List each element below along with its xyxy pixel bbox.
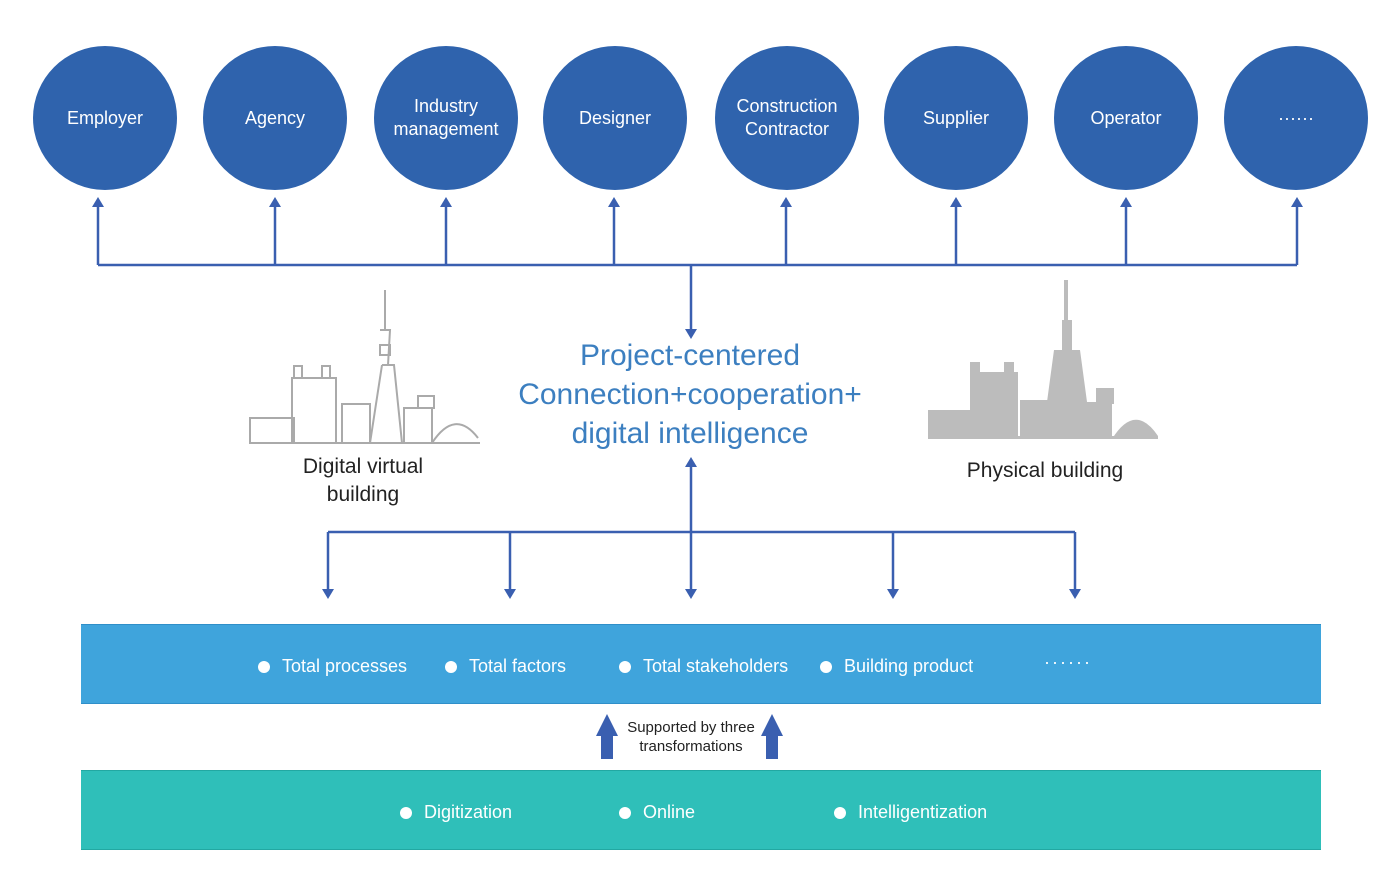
stakeholder-operator: Operator — [1054, 46, 1198, 190]
stakeholder-label: Construction Contractor — [736, 96, 838, 139]
bullet-dot — [619, 660, 631, 673]
scope-item-total-stakeholders: Total stakeholders — [619, 656, 788, 677]
support-arrow-left — [596, 714, 618, 759]
stakeholder-label: Supplier — [922, 107, 990, 128]
bullet-dot — [619, 806, 631, 819]
stakeholder-industry-management: Industry management — [374, 46, 518, 190]
center-title: Project-centered Connection+cooperation+… — [518, 339, 862, 450]
bullet-dot — [820, 660, 832, 673]
virtual-building-label: Digital virtual building — [302, 455, 424, 506]
stakeholder-agency: Agency — [203, 46, 347, 190]
scope-item-label: Building product — [844, 656, 974, 676]
transformation-item-online: Online — [619, 802, 695, 823]
stakeholder-construction-contractor: Construction Contractor — [715, 46, 859, 190]
support-text: Supported by three transformations — [627, 719, 755, 755]
bullet-dot — [834, 806, 846, 819]
stakeholder-designer: Designer — [543, 46, 687, 190]
transformation-item-label: Intelligentization — [858, 802, 988, 822]
transformation-item-label: Online — [643, 802, 696, 822]
transformation-band — [81, 770, 1321, 850]
scope-item-total-processes: Total processes — [258, 656, 407, 677]
bullet-dot — [445, 660, 457, 673]
stakeholder-more: ······ — [1224, 46, 1368, 190]
virtual-building-icon — [249, 290, 480, 444]
stakeholder-label: Agency — [244, 107, 306, 128]
stakeholder-supplier: Supplier — [884, 46, 1028, 190]
bullet-dot — [400, 806, 412, 819]
stakeholder-label: Operator — [1090, 107, 1162, 128]
scope-item-label: Total stakeholders — [643, 656, 789, 676]
transformation-item-label: Digitization — [424, 802, 513, 822]
stakeholder-label: Employer — [66, 107, 144, 128]
stakeholder-label: ······ — [1278, 107, 1314, 128]
scope-item-label: Total processes — [282, 656, 408, 676]
transformation-item-intelligentization: Intelligentization — [834, 802, 987, 823]
transformation-item-digitization: Digitization — [400, 802, 512, 823]
scope-item-building-product: Building product — [820, 656, 973, 677]
physical-building-icon — [928, 280, 1158, 439]
scope-item-label: Total factors — [469, 656, 567, 676]
scope-band — [81, 624, 1321, 704]
support-arrow-right — [761, 714, 783, 759]
bullet-dot — [258, 660, 270, 673]
stakeholder-employer: Employer — [33, 46, 177, 190]
stakeholder-label: Designer — [578, 107, 652, 128]
scope-item-total-factors: Total factors — [445, 656, 566, 677]
scope-ellipsis: ······ — [1044, 652, 1092, 672]
physical-building-label: Physical building — [966, 459, 1124, 482]
stakeholder-label: Industry management — [393, 96, 499, 139]
